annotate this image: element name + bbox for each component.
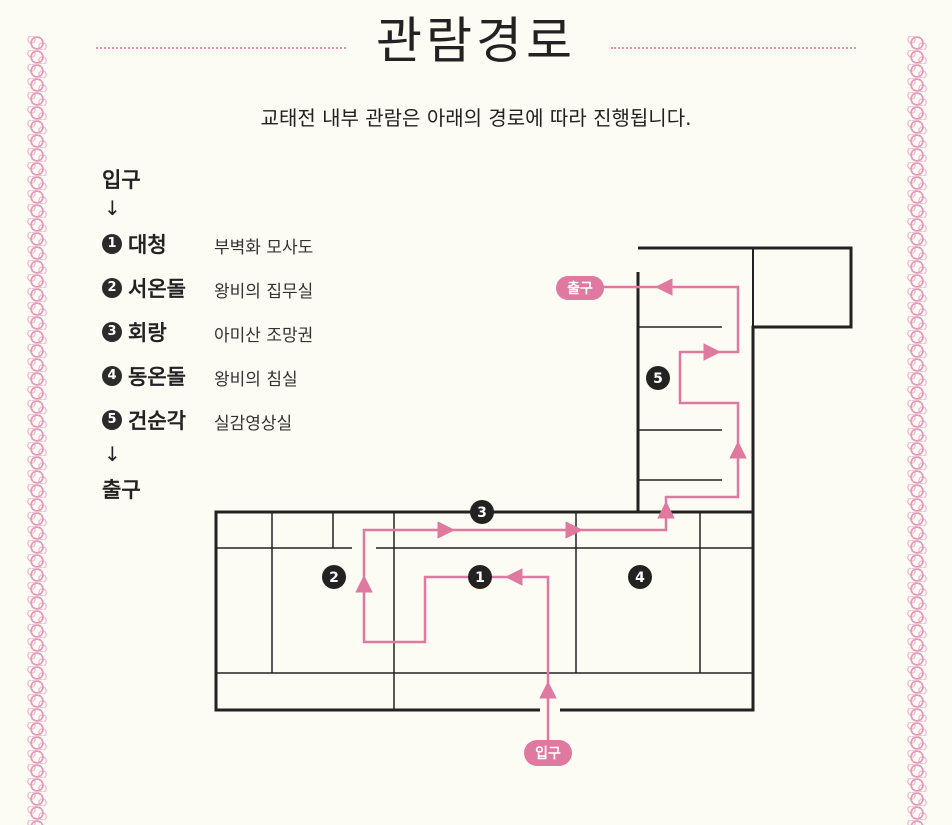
title-dotted-line-right — [611, 47, 856, 49]
legend-desc-1: 부벽화 모사도 — [214, 238, 314, 258]
legend-end: 출구 — [102, 478, 141, 502]
decorative-border-left — [26, 36, 48, 825]
legend-start: 입구 — [102, 168, 141, 192]
route-segment-hall — [505, 568, 550, 690]
svg-text:4: 4 — [635, 570, 645, 586]
legend-number-5: 5 — [102, 410, 122, 430]
route-segment-east-3 — [655, 278, 740, 354]
legend-desc-3: 아미산 조망권 — [214, 326, 314, 346]
legend-item-2: 2 서온돌 왕비의 집무실 — [102, 273, 313, 303]
route-segment-east-1 — [664, 441, 747, 512]
legend-arrow-top: ↓ — [104, 196, 121, 220]
badge-1: 1 — [468, 565, 492, 589]
page-subtitle: 교태전 내부 관람은 아래의 경로에 따라 진행됩니다. — [260, 106, 692, 130]
badge-5: 5 — [646, 366, 670, 390]
tour-route — [355, 278, 747, 740]
badge-2: 2 — [322, 565, 346, 589]
legend-desc-4: 왕비의 침실 — [214, 370, 298, 390]
legend-number-3: 3 — [102, 322, 122, 342]
badge-4: 4 — [628, 565, 652, 589]
title-dotted-line-left — [96, 47, 346, 49]
entrance-tag: 입구 — [524, 740, 572, 766]
legend-desc-2: 왕비의 집무실 — [214, 282, 314, 302]
legend-item-3: 3 회랑 아미산 조망권 — [102, 317, 313, 347]
east-wing-outline — [638, 246, 853, 512]
badge-3: 3 — [470, 500, 494, 524]
exit-tag: 출구 — [556, 276, 604, 300]
main-hall-outline-right — [560, 272, 755, 712]
exit-tag-label: 출구 — [567, 280, 593, 297]
route-segment-corridor-1 — [362, 521, 455, 585]
route-segment-west — [355, 575, 516, 644]
legend-number-4: 4 — [102, 366, 122, 386]
legend-desc-5: 실감영상실 — [214, 414, 293, 434]
route-segment-east-2 — [678, 343, 740, 452]
route-segment-corridor-3 — [570, 501, 675, 532]
room-badges: 1 2 3 4 5 — [322, 366, 670, 589]
building-walls — [214, 246, 853, 712]
legend-item-4: 4 동온돌 왕비의 침실 — [102, 361, 298, 391]
legend-name-2: 서온돌 — [128, 277, 186, 301]
decorative-border-right — [906, 36, 928, 825]
title-row: 관람경로 — [96, 6, 856, 76]
legend-item-5: 5 건순각 실감영상실 — [102, 405, 292, 435]
legend-item-1: 1 대청 부벽화 모사도 — [102, 229, 313, 259]
legend-number-2: 2 — [102, 278, 122, 298]
legend-name-1: 대청 — [128, 233, 167, 257]
entrance-tag-label: 입구 — [535, 746, 561, 762]
legend-arrow-bottom: ↓ — [104, 442, 121, 466]
svg-text:2: 2 — [329, 570, 339, 586]
legend-number-1: 1 — [102, 234, 122, 254]
svg-text:1: 1 — [475, 570, 485, 586]
svg-text:3: 3 — [477, 505, 487, 521]
legend-name-3: 회랑 — [128, 321, 167, 345]
page-title: 관람경로 — [376, 12, 576, 70]
main-hall-outline — [214, 510, 638, 712]
legend-name-5: 건순각 — [128, 409, 186, 433]
legend-name-4: 동온돌 — [128, 365, 186, 389]
svg-text:5: 5 — [653, 371, 663, 387]
